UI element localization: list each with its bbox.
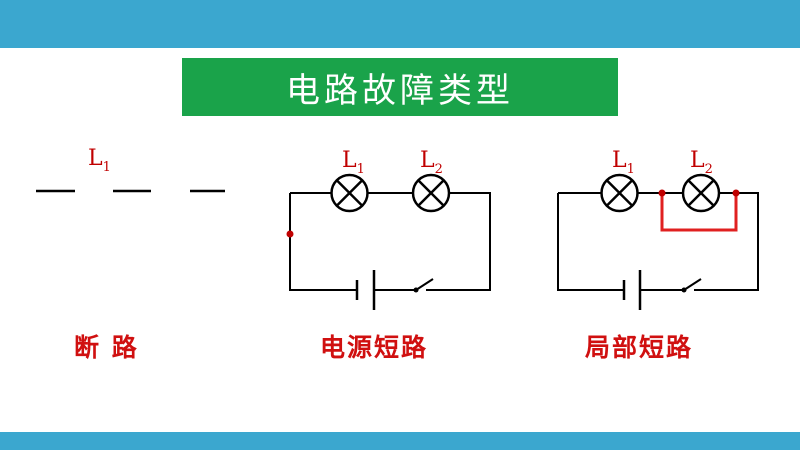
local-short-circuit-diagram: L1 L2	[557, 148, 759, 310]
lamp-icon	[330, 173, 369, 213]
junction-dot	[658, 189, 666, 197]
battery-icon	[622, 270, 642, 310]
caption-open-circuit: 断 路	[74, 333, 139, 362]
lamp-label: L1	[342, 148, 365, 177]
lamp-icon	[681, 173, 721, 213]
short-wire	[660, 193, 738, 232]
wire	[557, 193, 624, 291]
top-band	[0, 0, 800, 48]
power-short-circuit-diagram: L1 L2	[286, 148, 491, 310]
lamp-label: L1	[88, 146, 111, 175]
switch-icon	[413, 278, 434, 293]
slide-title: 电路故障类型	[182, 58, 618, 116]
wire	[426, 192, 491, 291]
lamp-icon	[600, 173, 639, 213]
battery-icon	[355, 270, 376, 310]
junction-dot	[732, 189, 740, 197]
open-circuit-diagram: L1	[36, 146, 225, 193]
lamp-label: L2	[420, 148, 443, 177]
lamp-label: L1	[612, 148, 635, 177]
bottom-band	[0, 432, 800, 450]
caption-local-short: 局部短路	[585, 333, 694, 362]
caption-power-short: 电源短路	[320, 333, 429, 362]
lamp-icon	[411, 173, 451, 213]
junction-dot	[286, 230, 294, 238]
wire	[289, 193, 357, 291]
lamp-label: L2	[690, 148, 713, 177]
switch-icon	[681, 278, 702, 293]
